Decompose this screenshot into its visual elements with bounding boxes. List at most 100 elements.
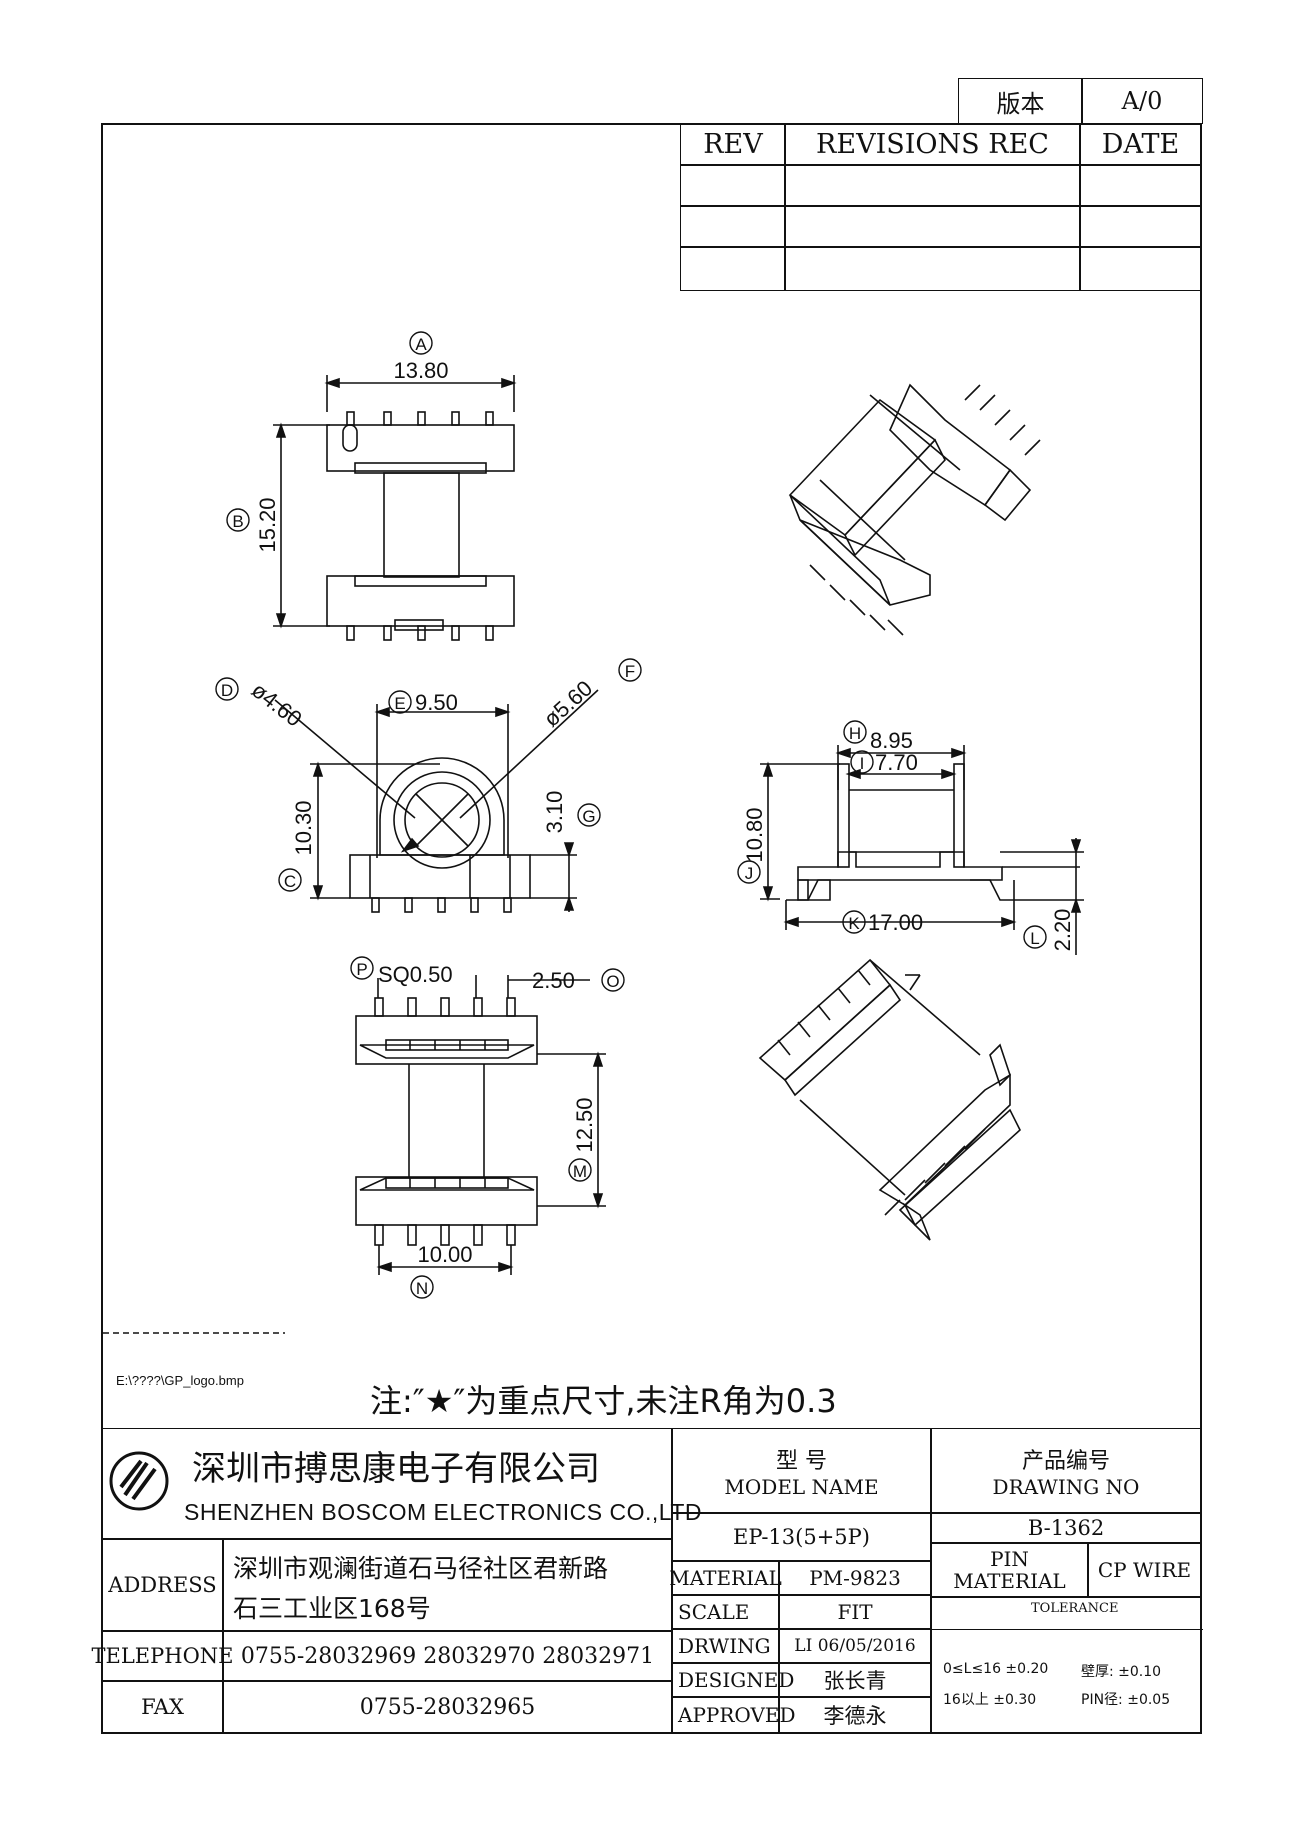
isometric-view-bottom [758, 958, 1021, 1241]
callout-l: L [1030, 929, 1039, 948]
rev-header-label: REV [703, 129, 763, 160]
callout-e-circle [388, 690, 412, 714]
approved-value-cell: 李德永 [778, 1696, 932, 1734]
callout-m-circle [568, 1158, 592, 1182]
callout-o: O [606, 972, 619, 991]
material-label-cell: MATERIAL [669, 1560, 782, 1596]
model-value: EP-13(5+5P) [733, 1525, 870, 1549]
drawing-no-value: B-1362 [1027, 1516, 1105, 1540]
version-value: A/0 [1121, 87, 1163, 115]
tolerance-label: TOLERANCE [1031, 1601, 1119, 1616]
company-name-en: SHENZHEN BOSCOM ELECTRONICS CO.,LTD [184, 1499, 703, 1525]
title-block: 深圳市搏思康电子有限公司 SHENZHEN BOSCOM ELECTRONICS… [92, 1428, 1203, 1734]
rev-header: REV [680, 123, 786, 166]
table-row-rev [680, 246, 786, 291]
fax-label: FAX [141, 1695, 184, 1719]
callout-l-circle [1023, 925, 1047, 949]
dim-k: 17.00 [868, 910, 923, 935]
company-name-cn: 深圳市搏思康电子有限公司 [192, 1449, 600, 1489]
tolerance-row-1a: 0≤L≤16 ±0.20 [943, 1661, 1049, 1677]
callout-g-circle [577, 803, 601, 827]
callout-a: A [415, 335, 427, 354]
callout-f: F [625, 662, 635, 681]
date-header: DATE [1079, 123, 1202, 166]
bottom-view [355, 975, 606, 1275]
drwing-label: DRWING [678, 1634, 771, 1658]
tolerance-row-2a: 16以上 ±0.30 [943, 1692, 1037, 1708]
table-row-date [1079, 205, 1202, 248]
material-value-cell: PM-9823 [778, 1560, 932, 1596]
dim-e: 9.50 [415, 690, 458, 715]
dim-g: 3.10 [542, 791, 567, 834]
pin-label-2: MATERIAL [953, 1569, 1066, 1593]
company-logo-icon [109, 1451, 169, 1511]
callout-d-circle [215, 677, 239, 701]
callout-o-circle [601, 968, 625, 992]
callout-f-circle [618, 658, 642, 682]
telephone-label-cell: TELEPHONE [92, 1630, 234, 1682]
callout-b-circle [226, 508, 250, 532]
callout-i-circle [850, 750, 874, 774]
table-row-rec [784, 205, 1081, 248]
drawing-no-header: 产品编号 DRAWING NO [930, 1428, 1202, 1514]
model-label-en: MODEL NAME [724, 1475, 879, 1499]
model-label-cn: 型 号 [776, 1449, 827, 1474]
fax-value-cell: 0755-28032965 [222, 1680, 673, 1734]
address-line-2: 石三工业区168号 [233, 1594, 431, 1623]
callout-i: I [860, 754, 865, 773]
callout-b: B [232, 512, 243, 531]
dim-d: ø4.60 [247, 677, 307, 731]
pin-material-value-cell: CP WIRE [1087, 1542, 1202, 1598]
drawing-no-label-en: DRAWING NO [992, 1475, 1140, 1499]
dim-p: SQ0.50 [378, 962, 453, 987]
dim-m: 12.50 [572, 1097, 597, 1152]
designed-label: DESIGNED [678, 1668, 795, 1692]
table-row-date [1079, 164, 1202, 207]
telephone-label: TELEPHONE [91, 1644, 234, 1668]
telephone-value: 0755-28032969 28032970 28032971 [240, 1643, 655, 1669]
dim-f: ø5.60 [539, 675, 598, 731]
address-label-cell: ADDRESS [101, 1538, 224, 1632]
drwing-value: LI 06/05/2016 [794, 1636, 916, 1656]
logo-path: E:\????\GP_logo.bmp [116, 1373, 244, 1388]
material-label: MATERIAL [669, 1566, 782, 1590]
revisions-table: REV REVISIONS REC DATE [680, 123, 1202, 291]
callout-g: G [582, 807, 595, 826]
dim-i: 7.70 [875, 750, 918, 775]
callout-c-circle [278, 868, 302, 892]
approved-value: 李德永 [823, 1704, 887, 1728]
approved-label: APPROVED [678, 1703, 796, 1727]
callout-a-circle [409, 331, 433, 355]
front-view [274, 689, 599, 913]
technical-drawing: A 13.80 B 15.20 D ø4.60 E 9.50 F ø5.60 G… [103, 331, 1084, 1334]
tolerance-divider [931, 1629, 1203, 1630]
scale-label-cell: SCALE [671, 1594, 780, 1630]
dim-a: 13.80 [393, 358, 448, 383]
callout-n-circle [410, 1275, 434, 1299]
table-row-rev [680, 164, 786, 207]
fax-label-cell: FAX [101, 1680, 224, 1734]
pin-label-1: PIN [990, 1547, 1029, 1571]
callout-h-circle [843, 720, 867, 744]
drawing-no-label-cn: 产品编号 [1021, 1449, 1110, 1474]
address-value-cell: 深圳市观澜街道石马径社区君新路 石三工业区168号 [222, 1538, 673, 1632]
designed-value-cell: 张长青 [778, 1662, 932, 1698]
company-cell: 深圳市搏思康电子有限公司 SHENZHEN BOSCOM ELECTRONICS… [101, 1428, 702, 1540]
scale-label: SCALE [678, 1600, 750, 1624]
model-name-header: 型 号 MODEL NAME [671, 1428, 932, 1514]
side-view [760, 745, 1084, 955]
top-view [273, 375, 517, 641]
tolerance-cell: TOLERANCE 0≤L≤16 ±0.20 壁厚: ±0.10 16以上 ±0… [930, 1596, 1203, 1734]
pin-value: CP WIRE [1097, 1558, 1192, 1582]
tolerance-row-1b: 壁厚: ±0.10 [1081, 1664, 1162, 1680]
callout-c: C [284, 872, 296, 891]
drwing-label-cell: DRWING [671, 1628, 780, 1664]
rec-header-label: REVISIONS REC [816, 129, 1049, 160]
isometric-view-top [788, 383, 1041, 636]
callout-n: N [416, 1279, 428, 1298]
dim-j: 10.80 [742, 807, 767, 862]
scale-value-cell: FIT [778, 1594, 932, 1630]
tolerance-row-2b: PIN径: ±0.05 [1081, 1692, 1171, 1708]
table-row-rev [680, 205, 786, 248]
rec-header: REVISIONS REC [784, 123, 1081, 166]
